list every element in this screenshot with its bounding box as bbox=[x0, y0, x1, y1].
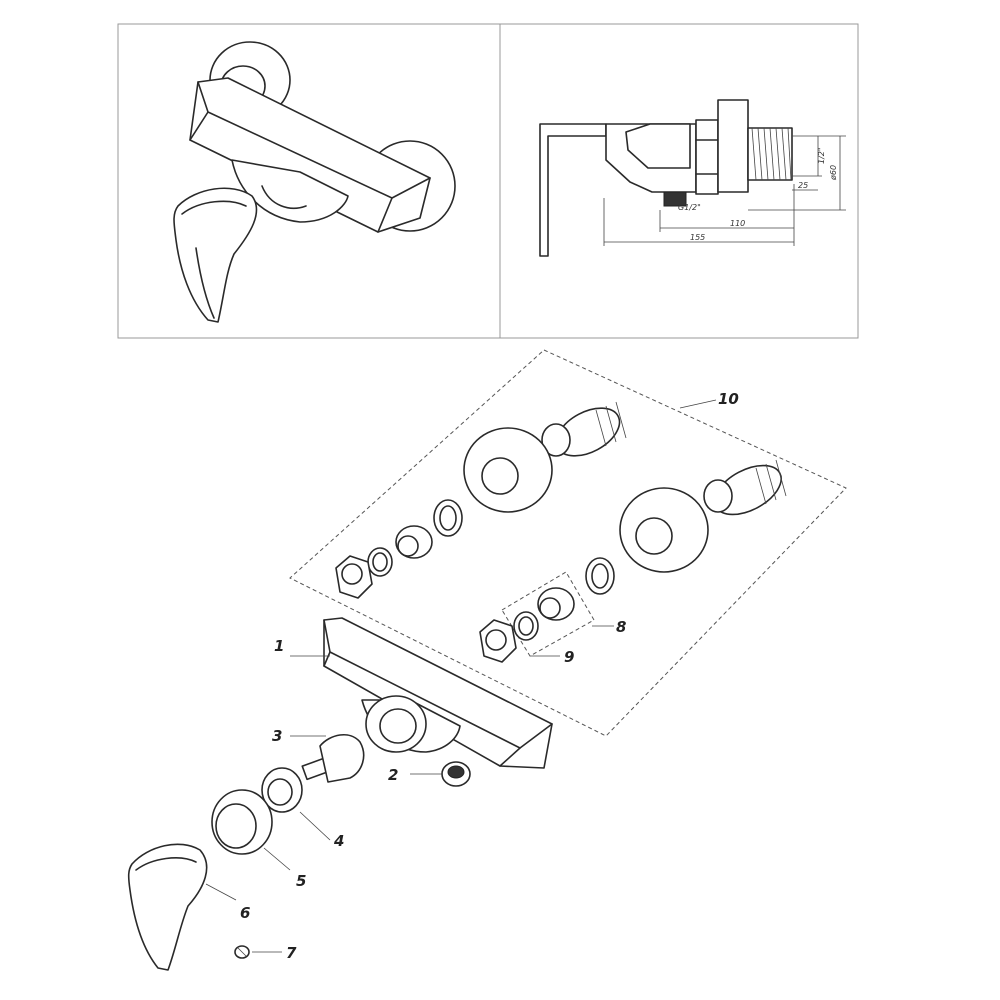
lower-nut bbox=[479, 619, 517, 663]
dim-155: 155 bbox=[690, 233, 705, 242]
part-6-lever bbox=[127, 843, 208, 971]
upper-eccentric bbox=[541, 401, 627, 457]
thread-hatch bbox=[751, 127, 792, 181]
lower-o-ring bbox=[513, 611, 539, 641]
callout-4: 4 bbox=[333, 832, 344, 850]
eccentric-thread-profile bbox=[747, 127, 793, 181]
part-4-nut bbox=[261, 767, 303, 813]
callout-10: 10 bbox=[718, 390, 739, 408]
nut-profile bbox=[695, 119, 719, 195]
wall-connection-group-outline bbox=[289, 349, 847, 737]
upper-adapter bbox=[395, 525, 433, 559]
dim-110: 110 bbox=[730, 219, 745, 228]
lower-eccentric bbox=[703, 459, 787, 516]
perspective-view bbox=[173, 41, 456, 323]
part-8-outline bbox=[501, 571, 595, 657]
dim-diameter-60: ø60 bbox=[829, 165, 838, 181]
lower-flange bbox=[619, 487, 709, 573]
callout-5: 5 bbox=[296, 872, 306, 890]
side-view: 1/2" ø60 25 G1/2" 110 155 bbox=[539, 99, 846, 257]
outlet-thread bbox=[663, 191, 687, 207]
side-view-frame bbox=[499, 23, 859, 339]
callout-8: 8 bbox=[616, 618, 626, 636]
dim-thread-half-inch: 1/2" bbox=[817, 147, 826, 164]
dim-outlet-thread: G1/2" bbox=[678, 203, 701, 212]
flange-profile bbox=[717, 99, 749, 193]
lower-washer bbox=[585, 557, 615, 595]
upper-washer bbox=[433, 499, 463, 537]
callout-1: 1 bbox=[274, 637, 284, 655]
part-7-screw bbox=[234, 945, 250, 959]
part-3-cartridge bbox=[301, 734, 365, 783]
lever-handle bbox=[173, 187, 258, 323]
lower-adapter bbox=[537, 587, 575, 621]
callout-6: 6 bbox=[240, 904, 250, 922]
part-1-body bbox=[323, 617, 553, 769]
part-5-cover bbox=[211, 789, 273, 855]
upper-nut bbox=[335, 555, 373, 599]
callout-9: 9 bbox=[564, 648, 574, 666]
callout-7: 7 bbox=[286, 944, 297, 962]
lever-profile bbox=[539, 123, 607, 257]
body-facet bbox=[625, 123, 691, 169]
dimension-lines bbox=[603, 135, 846, 246]
callout-2: 2 bbox=[388, 766, 398, 784]
dim-25: 25 bbox=[798, 181, 808, 190]
callout-3: 3 bbox=[272, 727, 282, 745]
leader-lines bbox=[205, 399, 717, 953]
mixer-body bbox=[189, 77, 431, 233]
part-2-outlet bbox=[441, 761, 471, 787]
upper-flange bbox=[463, 427, 553, 513]
